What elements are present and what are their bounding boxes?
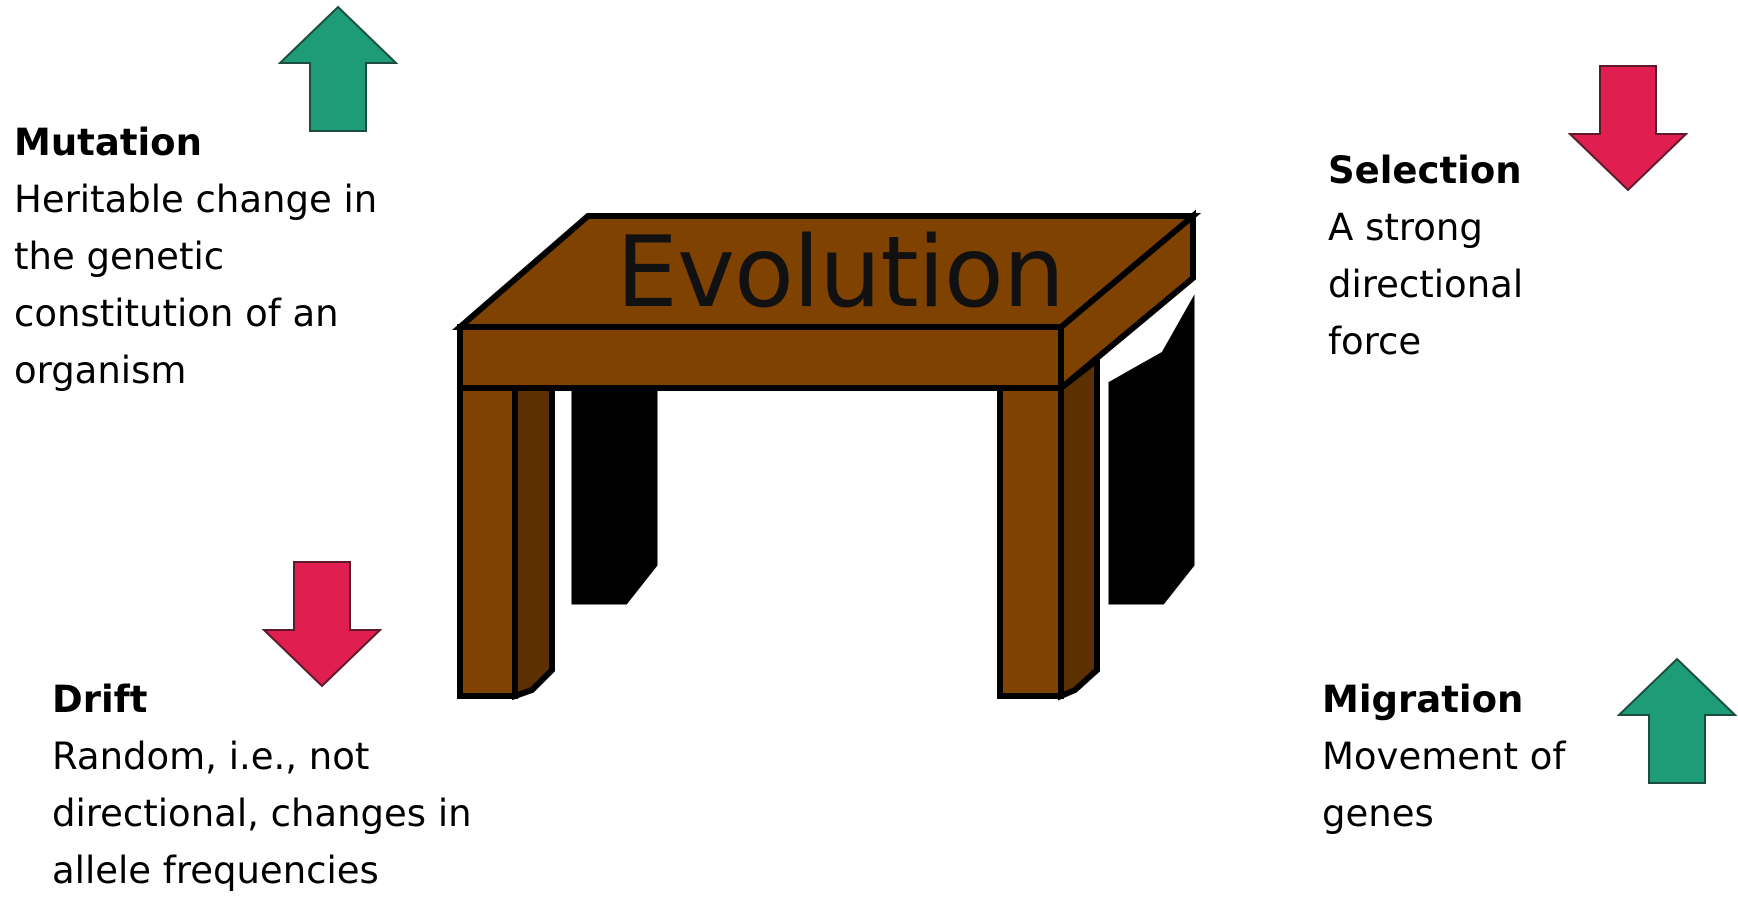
arrow-down-shape <box>1570 66 1686 190</box>
force-description: Movement of genes <box>1322 728 1622 842</box>
arrow-down-icon <box>262 560 382 688</box>
force-selection: Selection A strong directional force <box>1328 142 1578 370</box>
evolution-label: Evolution <box>580 218 1100 328</box>
table-apron <box>460 327 1061 388</box>
force-description: Random, i.e., not directional, changes i… <box>52 728 512 899</box>
arrow-up-icon <box>1617 657 1737 785</box>
force-mutation: Mutation Heritable change in the genetic… <box>14 114 414 399</box>
force-title: Migration <box>1322 671 1622 728</box>
force-title: Drift <box>52 671 512 728</box>
back-right-leg <box>1110 300 1193 603</box>
front-left-leg-face <box>460 388 515 696</box>
front-left-leg-side <box>515 388 552 696</box>
arrow-down-shape <box>264 562 380 686</box>
force-title: Selection <box>1328 142 1578 199</box>
arrow-down-icon <box>1568 64 1688 192</box>
force-description: Heritable change in the genetic constitu… <box>14 171 414 399</box>
force-migration: Migration Movement of genes <box>1322 671 1622 842</box>
arrow-up-shape <box>280 7 396 131</box>
arrow-up-shape <box>1619 659 1735 783</box>
front-right-leg-face <box>1000 388 1061 696</box>
force-title: Mutation <box>14 114 414 171</box>
front-right-leg-side <box>1061 360 1097 696</box>
force-description: A strong directional force <box>1328 199 1578 370</box>
force-drift: Drift Random, i.e., not directional, cha… <box>52 671 512 899</box>
